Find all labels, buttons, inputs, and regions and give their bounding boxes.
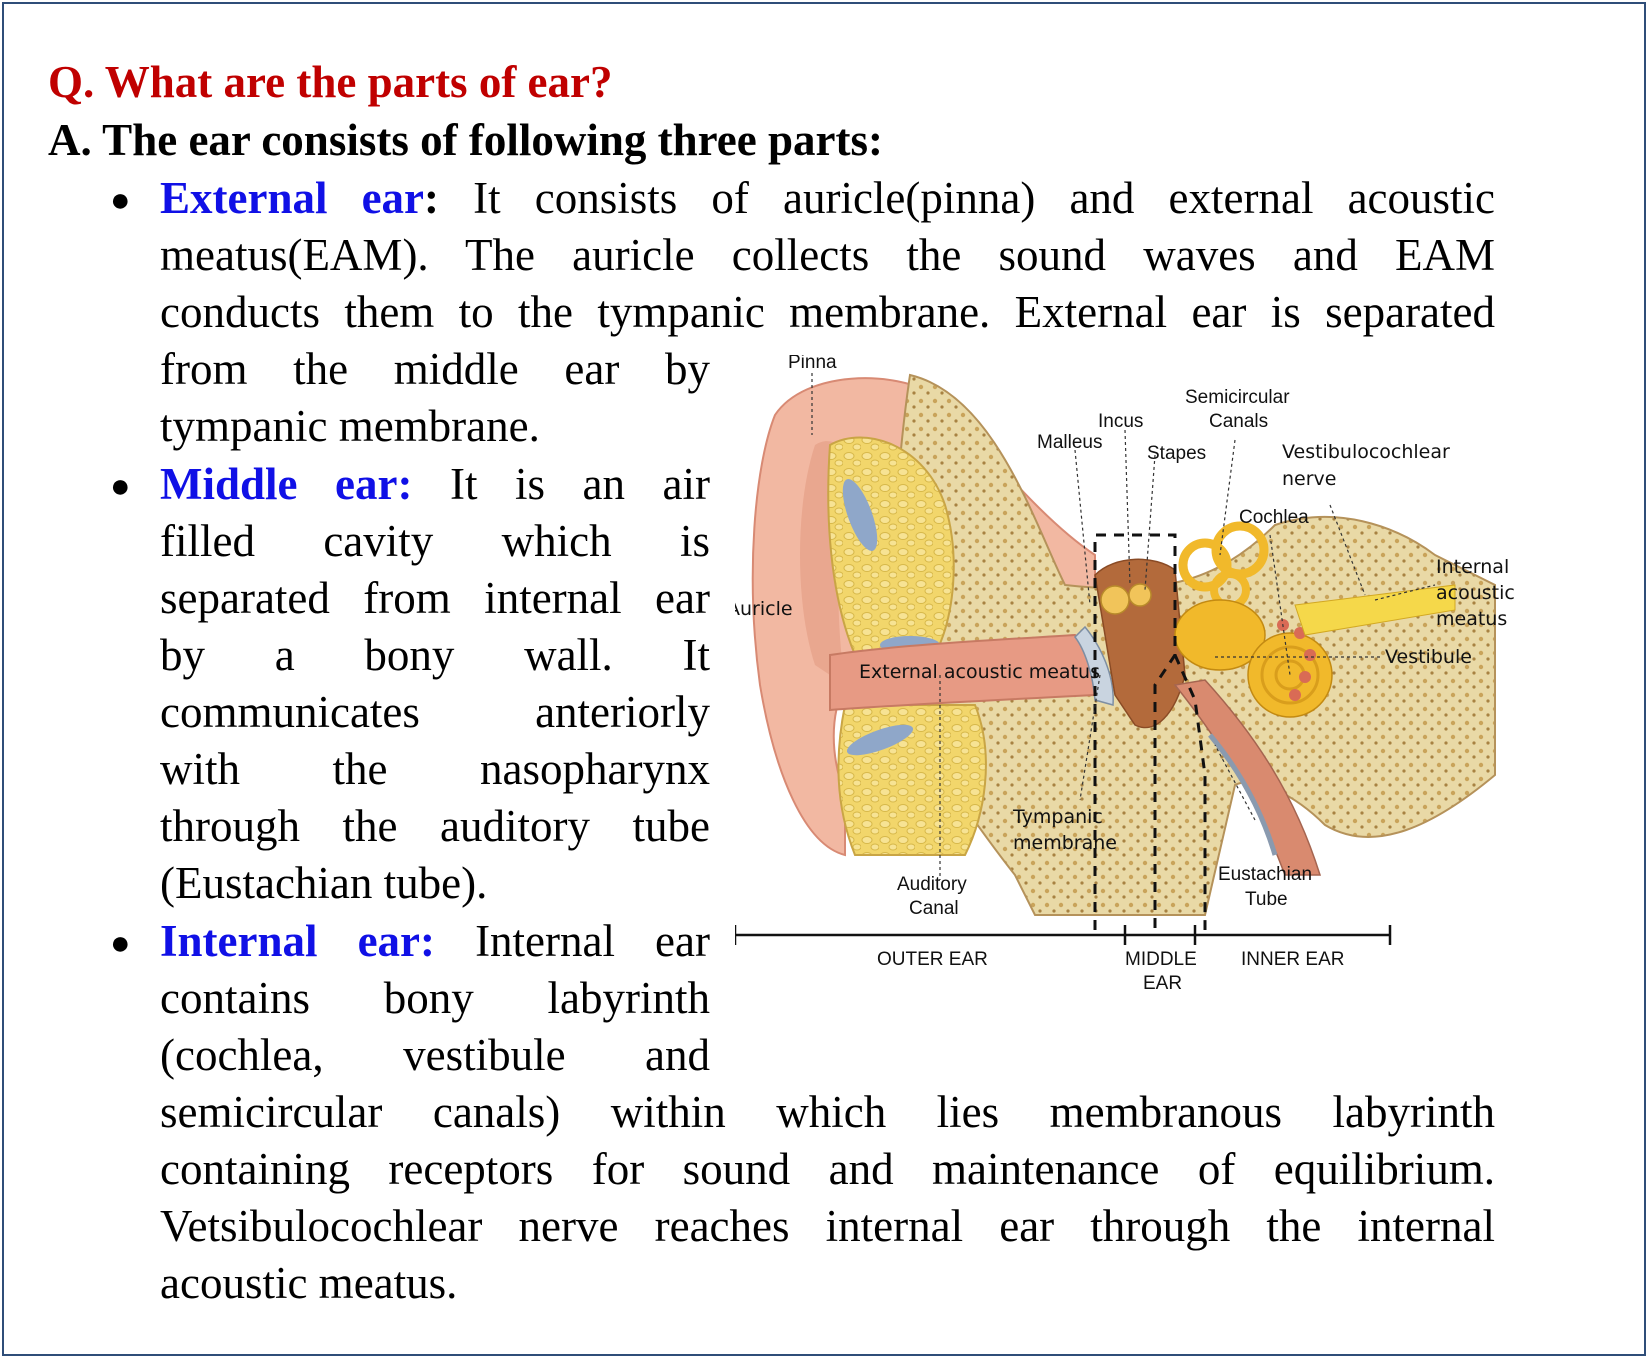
label-pinna: Pinna	[788, 355, 837, 373]
ossicle-incus	[1128, 583, 1152, 607]
external-line-3: conducts them to the tympanic membrane. …	[160, 287, 1495, 337]
label-vestibulocochlear-1: Vestibulocochlear	[1282, 441, 1450, 463]
bullet-dot: ●	[110, 468, 131, 505]
label-eustachian-1: Eustachian	[1218, 864, 1312, 885]
label-auditory-2: Canal	[909, 898, 959, 919]
internal-line-5: containing receptors for sound and maint…	[160, 1144, 1495, 1194]
label-internal-meatus-2: acoustic	[1436, 582, 1515, 604]
answer-intro: A. The ear consists of following three p…	[48, 115, 883, 165]
tympanic-membrane-shape	[1074, 625, 1114, 706]
middle-line-1: Middle ear: It is an air	[160, 459, 711, 509]
internal-line-6: Vetsibulocochlear nerve reaches internal…	[160, 1201, 1495, 1251]
external-line-4: from the middle ear by	[160, 344, 710, 394]
question-heading: Q. What are the parts of ear?	[48, 57, 613, 107]
label-tympanic-2: membrane	[1013, 832, 1117, 854]
cartilage-blue-3	[846, 724, 914, 756]
ear-anatomy-diagram: Pinna Semicircular Canals Incus Malleus …	[735, 355, 1515, 994]
internal-line-2: contains bony labyrinth	[160, 973, 710, 1023]
label-vestibulocochlear-2: nerve	[1282, 468, 1336, 490]
label-inner-ear: INNER EAR	[1241, 949, 1344, 970]
label-outer-ear: OUTER EAR	[877, 949, 988, 970]
label-tympanic-1: Tympanic	[1012, 806, 1103, 828]
internal-ear-term: Internal ear:	[160, 916, 435, 966]
label-eustachian-2: Tube	[1245, 889, 1288, 910]
label-vestibule: Vestibule	[1385, 646, 1472, 668]
eustachian-tube-edge	[1208, 733, 1278, 856]
label-auricle: Auricle	[735, 598, 793, 620]
label-internal-meatus-3: meatus	[1436, 608, 1507, 630]
middle-line-6: with the nasopharynx	[160, 744, 710, 794]
cartilage-blue-1	[842, 479, 878, 551]
bullet-dot: ●	[110, 925, 131, 962]
label-auditory-1: Auditory	[897, 874, 967, 895]
label-middle-ear-2: EAR	[1143, 973, 1182, 994]
bullet-dot: ●	[110, 182, 131, 219]
inner-ear-shape	[1174, 521, 1333, 718]
internal-line-1: Internal ear: Internal ear	[160, 916, 710, 966]
internal-line-7: acoustic meatus.	[160, 1258, 458, 1308]
middle-line-2: filled cavity which is	[160, 516, 710, 566]
label-external-acoustic-meatus: External acoustic meatus	[859, 661, 1100, 683]
external-line-2: meatus(EAM). The auricle collects the so…	[160, 230, 1495, 280]
external-ear-term: External ear	[160, 173, 425, 223]
middle-ear-boundary	[1093, 533, 1177, 930]
label-semicircular-1: Semicircular	[1185, 387, 1290, 408]
middle-ear-term: Middle ear:	[160, 459, 413, 509]
label-semicircular-2: Canals	[1209, 411, 1268, 432]
leader-lines	[811, 373, 1436, 880]
region-scale-bar	[735, 925, 1392, 945]
label-malleus: Malleus	[1037, 432, 1102, 453]
middle-line-7: through the auditory tube	[160, 801, 710, 851]
internal-line-3: (cochlea, vestibule and	[160, 1030, 710, 1080]
label-middle-ear-1: MIDDLE	[1125, 949, 1197, 970]
middle-line-3: separated from internal ear	[160, 573, 710, 623]
middle-line-4: by a bony wall. It	[160, 630, 710, 680]
label-cochlea: Cochlea	[1239, 507, 1309, 528]
internal-line-4: semicircular canals) within which lies m…	[160, 1087, 1495, 1137]
vestibulocochlear-nerve-shape	[1294, 584, 1456, 636]
ossicle-malleus	[1100, 585, 1130, 615]
external-line-5: tympanic membrane.	[160, 401, 540, 451]
inner-ear-boundary	[1173, 654, 1207, 930]
middle-line-5: communicates anteriorly	[160, 687, 710, 737]
label-incus: Incus	[1098, 411, 1143, 432]
label-stapes: Stapes	[1147, 443, 1206, 464]
middle-line-8: (Eustachian tube).	[160, 858, 488, 908]
external-line-1: External ear: It consists of auricle(pin…	[160, 173, 1496, 223]
label-internal-meatus-1: Internal	[1436, 556, 1509, 578]
